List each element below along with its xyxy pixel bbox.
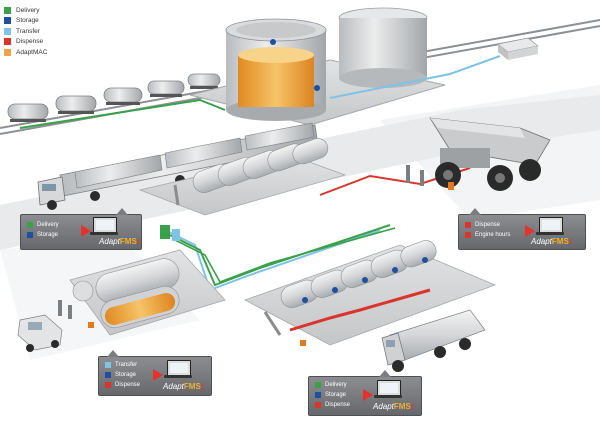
callout-label: Transfer: [115, 362, 138, 368]
service-truck: [381, 309, 486, 372]
adaptfms-logo: AdaptFMSc: [163, 382, 205, 391]
laptop-icon: [539, 217, 563, 233]
laptop-icon: [377, 380, 401, 396]
callout-row: Delivery: [315, 380, 350, 390]
adaptfms-logo: AdaptFMSc: [373, 402, 415, 411]
legend-label: Storage: [16, 17, 39, 25]
callout-label: Storage: [115, 372, 137, 378]
left-tank-site: [58, 249, 226, 336]
legend-item-delivery: Delivery: [4, 5, 114, 16]
callout-label: Storage: [37, 232, 59, 238]
delivery-pipe-2: [174, 227, 396, 283]
callout-label: Delivery: [37, 222, 59, 228]
legend: Delivery Storage Transfer Dispense Adapt…: [4, 5, 114, 58]
callout-label: Engine hours: [475, 232, 511, 238]
callout-transfer-storage-dispense: Transfer Storage Dispense AdaptFMSc: [98, 350, 212, 396]
callout-row: Transfer: [105, 360, 140, 370]
laptop-icon: [167, 360, 191, 376]
tank-farm: [189, 7, 446, 126]
legend-item-transfer: Transfer: [4, 26, 114, 37]
laptop-icon: [93, 217, 117, 233]
legend-label: Delivery: [16, 6, 40, 14]
callout-delivery-storage: Delivery Storage AdaptFMSc: [20, 208, 142, 250]
callout-label: Dispense: [475, 222, 501, 228]
callout-row: Storage: [105, 370, 140, 380]
legend-swatch-transfer: [4, 27, 11, 35]
callout-row: Engine hours: [465, 230, 510, 240]
legend-label: AdaptMAC: [16, 48, 48, 56]
transfer-pipe-east: [329, 55, 501, 99]
arrow-icon: [363, 389, 373, 401]
pickup-truck: [17, 314, 63, 352]
small-building: [497, 37, 539, 60]
callout-label: Dispense: [325, 402, 351, 408]
arrow-icon: [81, 225, 91, 237]
legend-swatch-dispense: [4, 38, 11, 46]
legend-swatch-storage: [4, 17, 11, 25]
legend-item-adaptmac: AdaptMAC: [4, 47, 114, 58]
dispense-tank-pad: [244, 240, 497, 346]
rail-tank-cars: [7, 73, 221, 122]
road-tanker-truck: [37, 122, 319, 210]
haul-truck: [406, 117, 551, 191]
callout-row: Delivery: [27, 220, 59, 230]
callout-delivery-storage-dispense: Delivery Storage Dispense AdaptFMSc: [308, 370, 422, 416]
callout-label: Storage: [325, 392, 347, 398]
callout-dispense-hours: Dispense Engine hours AdaptFMSc: [458, 208, 586, 250]
legend-item-storage: Storage: [4, 16, 114, 27]
legend-label: Transfer: [16, 27, 40, 35]
adaptfms-logo: AdaptFMSc: [531, 237, 573, 246]
callout-row: Dispense: [315, 400, 350, 410]
arrow-icon: [153, 369, 163, 381]
legend-label: Dispense: [16, 38, 44, 46]
pipe-valves: [160, 225, 180, 241]
legend-swatch-delivery: [4, 6, 11, 14]
arrow-icon: [525, 225, 535, 237]
callout-row: Storage: [27, 230, 59, 240]
callout-label: Dispense: [115, 382, 141, 388]
callout-row: Dispense: [105, 380, 140, 390]
rail-delivery-pipe: [19, 98, 226, 129]
callout-label: Delivery: [325, 382, 347, 388]
legend-swatch-adaptmac: [4, 48, 11, 56]
adaptfms-logo: AdaptFMSc: [99, 237, 141, 246]
callout-row: Dispense: [465, 220, 510, 230]
legend-item-dispense: Dispense: [4, 37, 114, 48]
storage-tank-pad: [138, 138, 347, 216]
callout-row: Storage: [315, 390, 350, 400]
